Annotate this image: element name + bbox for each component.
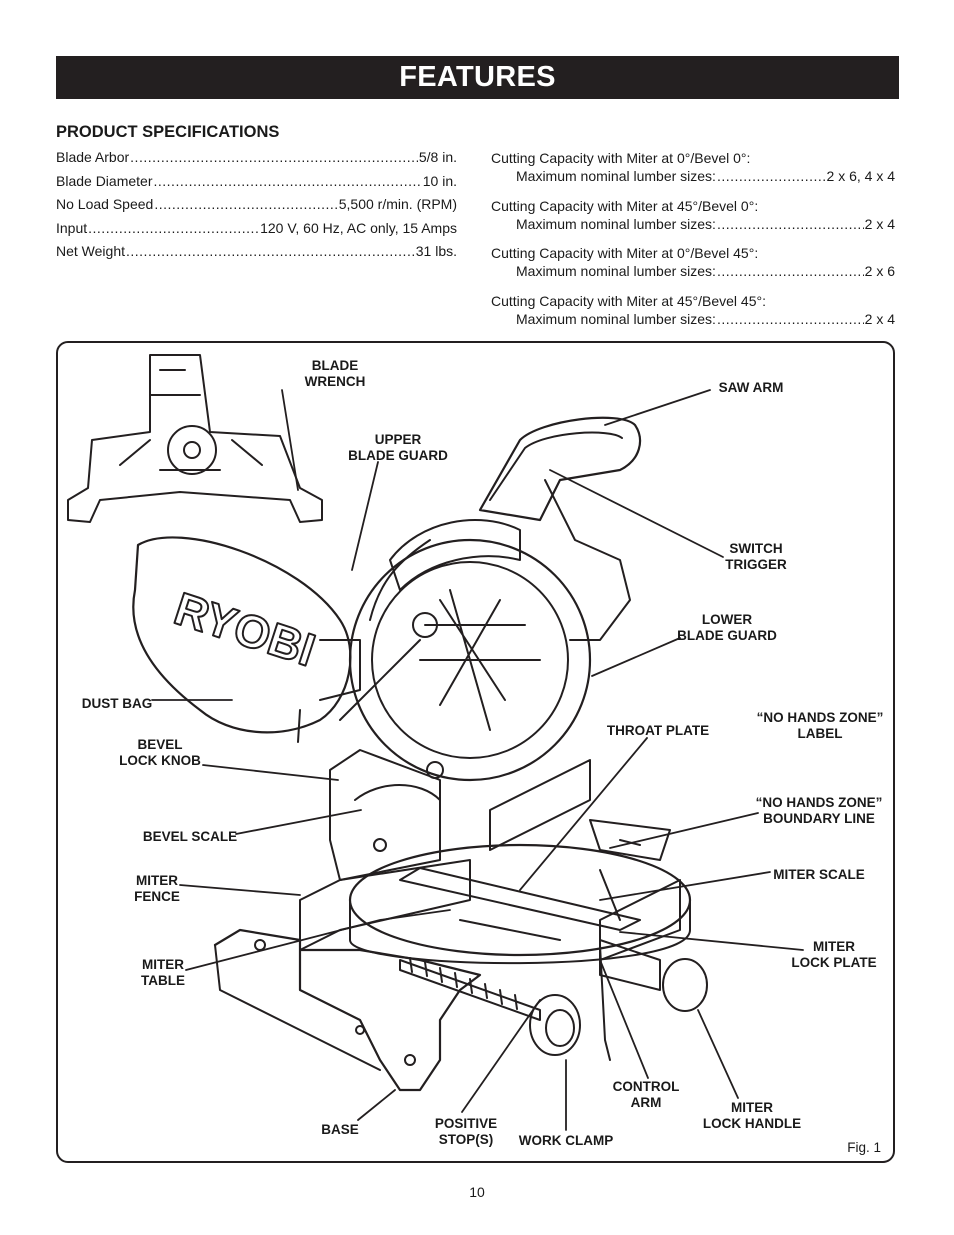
capacity-label: Maximum nominal lumber sizes:	[516, 215, 716, 232]
spec-label: Net Weight	[56, 243, 125, 259]
spec-row-net-weight: Net Weight 31 lbs.	[56, 243, 457, 267]
callout-lower-blade-guard: LOWER BLADE GUARD	[677, 612, 777, 643]
work-clamp-shape	[399, 957, 581, 1056]
leader-dots	[154, 196, 337, 212]
capacity-row: Maximum nominal lumber sizes: 2 x 4	[491, 311, 895, 335]
leader-dots	[717, 263, 864, 279]
spec-row-blade-diameter: Blade Diameter 10 in.	[56, 173, 457, 197]
capacity-label: Maximum nominal lumber sizes:	[516, 310, 716, 327]
capacity-label: Maximum nominal lumber sizes:	[516, 168, 716, 184]
leader-dots	[126, 243, 415, 259]
spec-row-input: Input 120 V, 60 Hz, AC only, 15 Amps	[56, 220, 457, 244]
capacity-label: Maximum nominal lumber sizes:	[516, 263, 716, 279]
spec-value: 5,500 r/min. (RPM)	[338, 196, 457, 212]
callout-saw-arm: SAW ARM	[718, 380, 784, 395]
callout-bevel-scale: BEVEL SCALE	[142, 829, 238, 844]
callout-work-clamp: WORK CLAMP	[518, 1133, 614, 1148]
fence-shape	[299, 759, 591, 951]
saw-arm-shape	[478, 416, 642, 641]
page-number: 10	[469, 1184, 485, 1200]
spec-row-blade-arbor: Blade Arbor 5/8 in.	[56, 149, 457, 173]
page-title-banner: FEATURES	[56, 56, 899, 99]
spec-label: Input	[56, 219, 88, 236]
spec-label: No Load Speed	[56, 196, 154, 212]
specifications-heading: PRODUCT SPECIFICATIONS	[56, 123, 280, 141]
dust-bag-shape: RYOBI	[132, 536, 361, 743]
figure-panel: RYOBI	[56, 341, 895, 1163]
leader-dots	[717, 216, 864, 232]
leader-dots	[154, 173, 422, 189]
callout-base: BASE	[321, 1122, 359, 1137]
callout-blade-wrench: BLADE WRENCH	[304, 358, 366, 389]
spec-value: 5/8 in.	[418, 149, 457, 165]
miter-saw-illustration: RYOBI	[67, 354, 804, 1131]
specifications-list: Blade Arbor 5/8 in. Blade Diameter 10 in…	[56, 149, 457, 267]
bevel-assembly-shape	[329, 749, 441, 881]
callout-miter-table: MITER TABLE	[141, 957, 185, 988]
leader-dots	[717, 311, 864, 327]
capacity-item: Cutting Capacity with Miter at 45°/Bevel…	[491, 198, 895, 240]
callout-dust-bag: DUST BAG	[81, 696, 153, 711]
figure-label: Fig. 1	[847, 1140, 881, 1155]
leader-lines	[151, 389, 804, 1131]
spec-label: Blade Arbor	[56, 149, 130, 165]
capacity-title: Cutting Capacity with Miter at 0°/Bevel …	[491, 150, 751, 166]
spec-value: 120 V, 60 Hz, AC only, 15 Amps	[260, 219, 457, 236]
callout-control-arm: CONTROL ARM	[612, 1079, 680, 1110]
leader-dots	[717, 168, 826, 184]
callout-miter-scale: MITER SCALE	[773, 867, 865, 882]
page-title: FEATURES	[399, 61, 556, 93]
miter-lock-handle-shape	[599, 939, 708, 1061]
callout-positive-stops: POSITIVE STOP(S)	[434, 1116, 498, 1147]
inset-front-view	[67, 354, 323, 523]
spec-label: Blade Diameter	[56, 172, 153, 189]
capacity-title: Cutting Capacity with Miter at 45°/Bevel…	[491, 292, 766, 309]
callout-switch-trigger: SWITCH TRIGGER	[725, 541, 787, 572]
capacity-value: 2 x 6, 4 x 4	[826, 168, 895, 184]
ryobi-logo: RYOBI	[168, 582, 321, 676]
callout-no-hands-zone-label: “NO HANDS ZONE” LABEL	[756, 710, 884, 741]
capacity-value: 2 x 4	[864, 310, 895, 327]
blade-guard-shape	[339, 519, 592, 782]
leader-dots	[130, 149, 418, 165]
spec-value: 31 lbs.	[415, 243, 457, 259]
miter-table-shape	[348, 843, 692, 965]
leader-dots	[88, 220, 259, 236]
capacity-item: Cutting Capacity with Miter at 0°/Bevel …	[491, 150, 895, 192]
capacity-value: 2 x 6	[864, 263, 895, 279]
capacity-value: 2 x 4	[864, 215, 895, 232]
capacity-item: Cutting Capacity with Miter at 45°/Bevel…	[491, 293, 895, 335]
callout-no-hands-zone-boundary: “NO HANDS ZONE” BOUNDARY LINE	[755, 795, 883, 826]
capacity-item: Cutting Capacity with Miter at 0°/Bevel …	[491, 245, 895, 287]
spec-value: 10 in.	[422, 172, 457, 189]
capacity-title: Cutting Capacity with Miter at 45°/Bevel…	[491, 197, 759, 214]
callout-upper-blade-guard: UPPER BLADE GUARD	[348, 432, 448, 463]
callout-miter-lock-handle: MITER LOCK HANDLE	[702, 1100, 802, 1131]
capacity-row: Maximum nominal lumber sizes: 2 x 6, 4 x…	[491, 168, 895, 192]
callout-miter-lock-plate: MITER LOCK PLATE	[791, 939, 877, 970]
capacity-title: Cutting Capacity with Miter at 0°/Bevel …	[491, 245, 759, 261]
spec-row-no-load-speed: No Load Speed 5,500 r/min. (RPM)	[56, 196, 457, 220]
capacity-row: Maximum nominal lumber sizes: 2 x 4	[491, 216, 895, 240]
callout-bevel-lock-knob: BEVEL LOCK KNOB	[119, 737, 201, 768]
capacity-row: Maximum nominal lumber sizes: 2 x 6	[491, 263, 895, 287]
callout-miter-fence: MITER FENCE	[134, 873, 180, 904]
cutting-capacity-list: Cutting Capacity with Miter at 0°/Bevel …	[491, 150, 895, 340]
callout-throat-plate: THROAT PLATE	[606, 723, 710, 738]
